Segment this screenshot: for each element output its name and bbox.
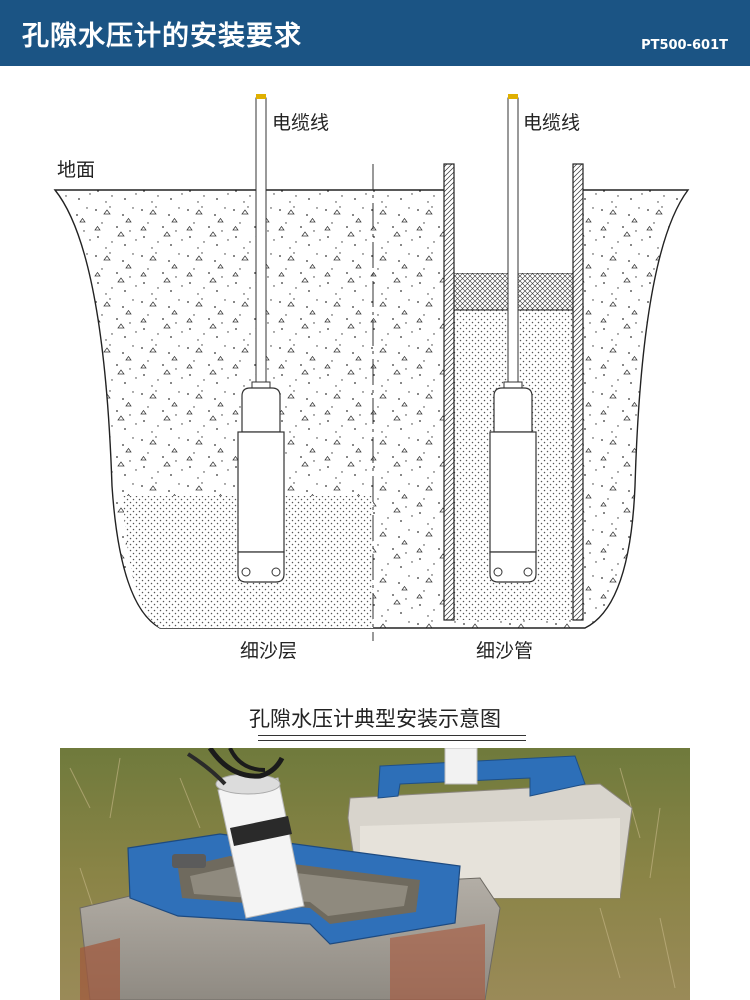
blue-frame-back <box>377 755 586 799</box>
pipe-fitting <box>172 854 206 868</box>
sensor-left-body <box>237 431 285 553</box>
sensor-right-cap <box>493 387 533 433</box>
cable-right <box>507 97 519 393</box>
sensor-right-body <box>489 431 537 553</box>
caption-underline-2 <box>258 740 526 741</box>
caption-underline <box>258 735 526 736</box>
installation-diagram: 地面 电缆线 电缆线 细沙层 细沙管 <box>53 94 690 662</box>
installation-photo <box>60 748 690 1000</box>
cable-left <box>255 97 267 393</box>
pipe-wall-left <box>443 163 455 621</box>
page-header: 孔隙水压计的安装要求 PT500-601T <box>0 0 750 66</box>
sensor-left-cap <box>241 387 281 433</box>
sensor-left-end <box>237 551 285 583</box>
diagram-caption: 孔隙水压计典型安装示意图 <box>249 707 501 731</box>
model-number: PT500-601T <box>641 38 728 53</box>
label-sand-pipe: 细沙管 <box>476 640 533 662</box>
sensor-right-end <box>489 551 537 583</box>
cable-left-tip <box>256 94 266 99</box>
label-sand-layer: 细沙层 <box>240 640 297 662</box>
cable-right-tip <box>508 94 518 99</box>
page-title: 孔隙水压计的安装要求 <box>22 21 302 52</box>
label-cable-right: 电缆线 <box>523 112 580 134</box>
pipe-wall-right <box>572 163 584 621</box>
black-cable <box>207 748 285 779</box>
label-cable-left: 电缆线 <box>272 112 329 134</box>
label-ground: 地面 <box>57 159 95 181</box>
pvc-pipe-back <box>444 748 478 785</box>
